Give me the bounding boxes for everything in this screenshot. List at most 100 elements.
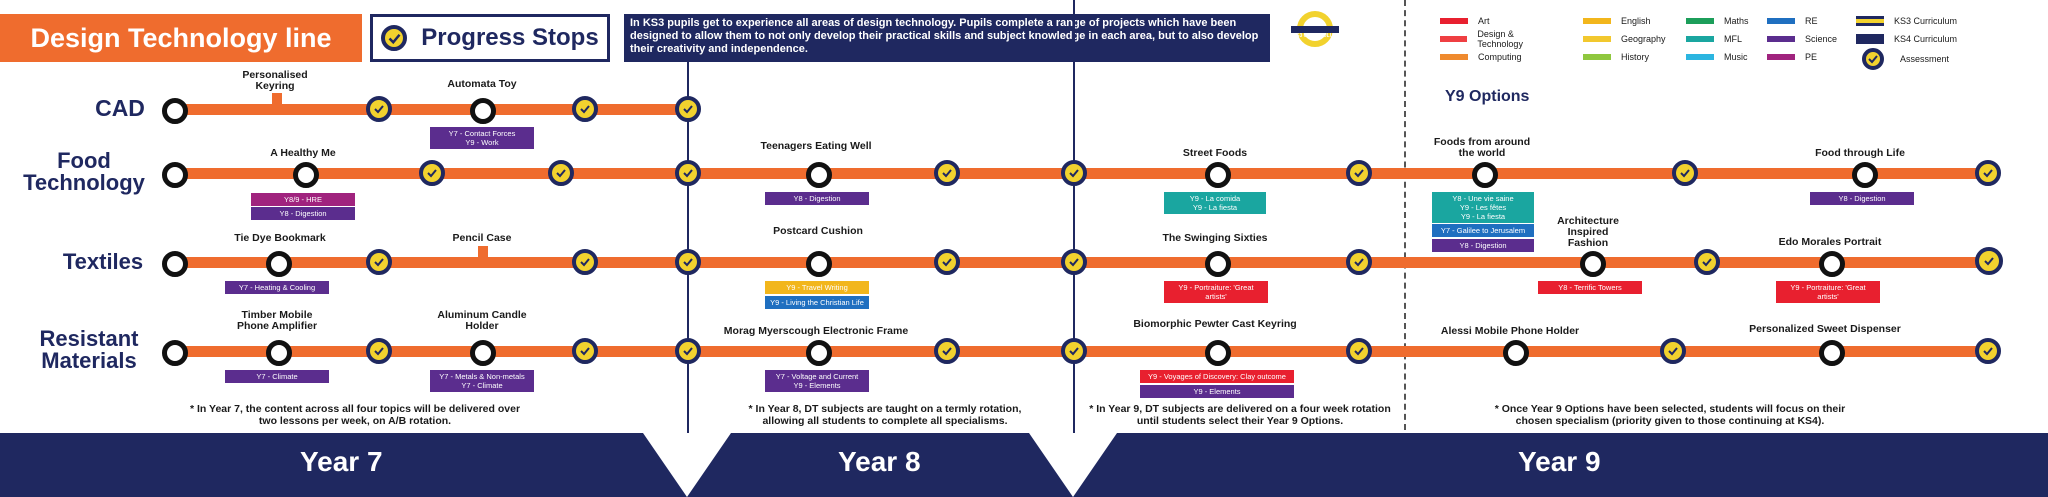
assessment-stop-icon [572, 249, 598, 275]
tag-text: Y7 - Climate [256, 372, 298, 381]
assessment-stop-icon [366, 96, 392, 122]
row-label-textiles: Textiles [62, 249, 144, 274]
project-title: Edo Morales Portrait [1778, 236, 1882, 248]
year8-label: Year 8 [838, 446, 921, 477]
progress-stops-label: Progress Stops [421, 24, 599, 51]
row-label-food: Food Technology [23, 148, 145, 195]
legend-col-5: KS3 Curriculum KS4 Curriculum Assessment [1856, 12, 1966, 70]
assessment-stop-icon [1672, 160, 1698, 186]
tag-text: Y8/9 - HRE [284, 195, 322, 204]
legend-item-english: English [1583, 12, 1683, 30]
assessment-stop-icon [1694, 249, 1720, 275]
legend-item-dt: Design & Technology [1440, 29, 1560, 49]
assessment-stop-icon [1975, 160, 2001, 186]
legend-col-3: Maths MFL Music [1686, 12, 1766, 66]
intro-text: In KS3 pupils get to experience all area… [624, 14, 1270, 62]
y9-options-label: Y9 Options [1445, 88, 1530, 105]
pencil-case-marker [478, 246, 488, 258]
tag-text: Y8 - Digestion [1838, 194, 1886, 203]
assessment-stop-icon [419, 160, 445, 186]
legend-label: Design & Technology [1477, 29, 1523, 49]
legend-label: Maths [1724, 16, 1749, 26]
assessment-stop-icon [675, 338, 701, 364]
legend-item-pe: PE [1767, 48, 1847, 66]
legend-col-4: RE Science PE [1767, 12, 1847, 66]
link-tag: Y9 - Travel Writing [765, 281, 869, 294]
project-title: Morag Myerscough Electronic Frame [723, 325, 909, 337]
project-title: A Healthy Me [270, 147, 336, 159]
project-title: Pencil Case [452, 232, 512, 244]
assessment-stop-icon [1061, 338, 1087, 364]
resistant-alessi-node [1503, 340, 1529, 366]
link-tag: Y8 - Digestion [765, 192, 869, 205]
legend-label: Geography [1621, 34, 1666, 44]
resistant-start-node [162, 340, 188, 366]
tag-text: Y8 - Terrific Towers [1558, 283, 1622, 292]
ks3-swatch [1856, 16, 1884, 26]
assessment-icon [1862, 48, 1884, 70]
legend-label: RE [1805, 16, 1818, 26]
legend-swatch [1686, 54, 1714, 60]
row-label-cad: CAD [95, 95, 145, 121]
resistant-timber-node [266, 340, 292, 366]
note-year8: * In Year 8, DT subjects are taught on a… [748, 403, 1022, 427]
tag-text: Y7 - Metals & Non-metals [439, 372, 525, 381]
project-title: Automata Toy [447, 78, 517, 90]
ks3-logo-text: KS3 CURRICULUM [1292, 33, 1338, 39]
tag-text: Y9 - Voyages of Discovery: Clay outcome [1148, 372, 1286, 381]
project-title: Postcard Cushion [773, 225, 863, 237]
tag-text: Y9 - Travel Writing [786, 283, 848, 292]
resistant-pewter-node [1205, 340, 1231, 366]
project-title: Street Foods [1182, 147, 1248, 159]
legend-label: History [1621, 52, 1650, 62]
legend-label: Art [1478, 16, 1490, 26]
food-world-node [1472, 162, 1498, 188]
food-life-node [1852, 162, 1878, 188]
note-year9: * In Year 9, DT subjects are delivered o… [1089, 403, 1391, 427]
legend-item-science: Science [1767, 30, 1847, 48]
tag-text: Y9 - Les fêtes [1459, 203, 1507, 212]
legend-swatch [1583, 36, 1611, 42]
resistant-sweet-node [1819, 340, 1845, 366]
row-label-resistant: Resistant Materials [39, 326, 139, 373]
link-tag: Y9 - Portraiture: 'Great artists' [1164, 281, 1268, 303]
project-title: The Swinging Sixties [1162, 232, 1268, 244]
year7-label: Year 7 [300, 446, 383, 477]
ks3-curriculum-logo [1285, 10, 1345, 50]
assessment-stop-icon [366, 249, 392, 275]
food-healthy-node [293, 162, 319, 188]
legend-swatch [1686, 36, 1714, 42]
options-divider [1404, 0, 1406, 430]
year8-divider [1073, 0, 1075, 433]
legend-item-geography: Geography [1583, 30, 1683, 48]
project-title: Architecture Inspired Fashion [1557, 215, 1619, 249]
food-street-node [1205, 162, 1231, 188]
tag-text: Y8 - Digestion [279, 209, 327, 218]
page-title: Design Technology line [0, 14, 362, 62]
progress-stops-key: Progress Stops [370, 14, 610, 62]
assessment-stop-icon [934, 160, 960, 186]
tag-text: Y8 - Digestion [793, 194, 841, 203]
tag-text: Y7 - Voltage and Current [775, 372, 859, 381]
tag-text: Y9 - Work [465, 138, 499, 147]
legend-label: Science [1805, 34, 1838, 44]
assessment-stop-icon [1061, 160, 1087, 186]
legend-label: Computing [1478, 52, 1522, 62]
link-tag: Y7 - Heating & Cooling [225, 281, 329, 294]
legend-swatch [1583, 54, 1611, 60]
tag-text: Y7 - Contact Forces [448, 129, 516, 138]
tag-text: Y8 - Digestion [1459, 241, 1507, 250]
legend-item-music: Music [1686, 48, 1766, 66]
legend-item-ks3: KS3 Curriculum [1856, 12, 1966, 30]
tag-text: Y7 - Heating & Cooling [238, 283, 316, 292]
legend-label: English [1621, 16, 1651, 26]
legend-swatch [1440, 54, 1468, 60]
assessment-stop-icon [548, 160, 574, 186]
legend-item-ks4: KS4 Curriculum [1856, 30, 1966, 48]
legend-swatch [1767, 54, 1795, 60]
assessment-stop-icon [934, 249, 960, 275]
